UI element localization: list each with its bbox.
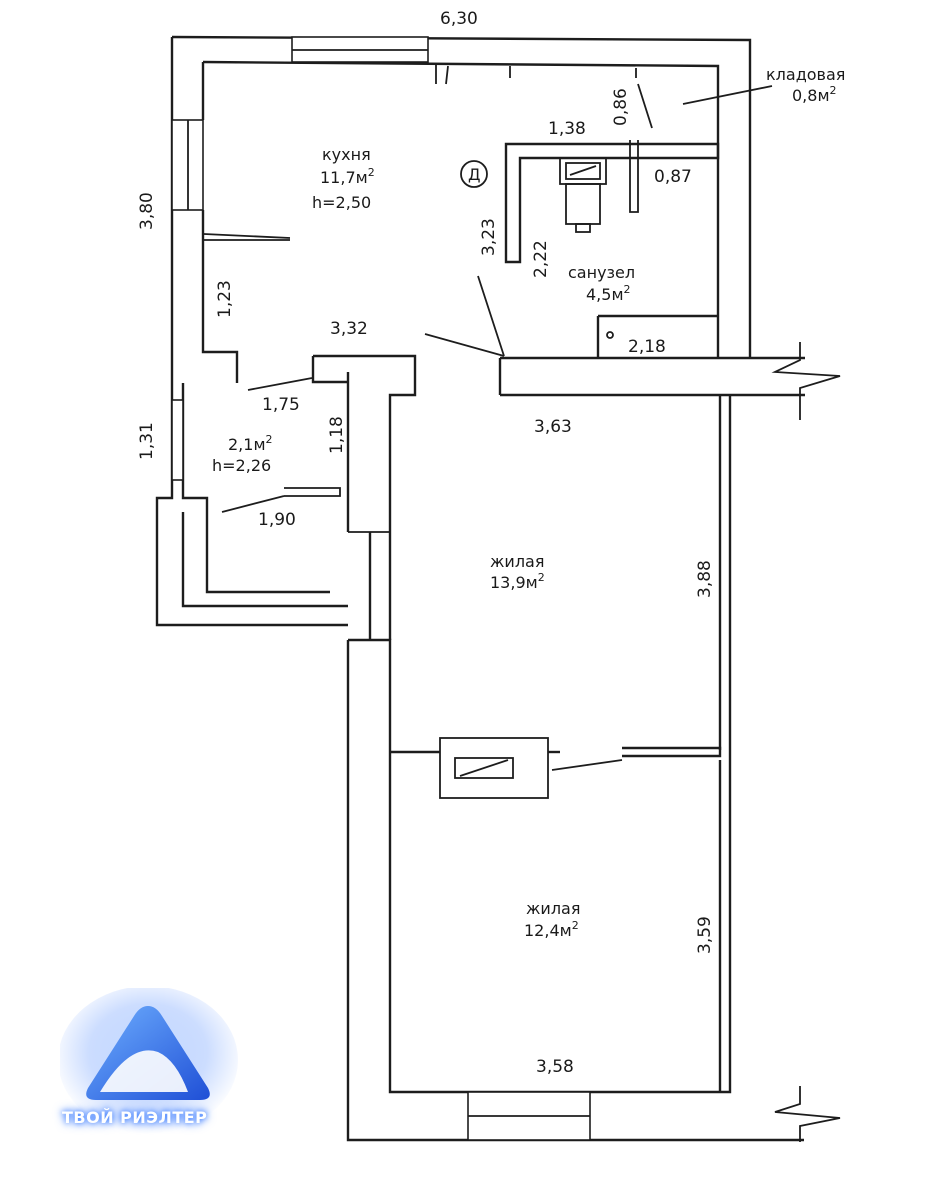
storage-name: кладовая [766, 65, 845, 84]
storage-area: 0,8м2 [792, 84, 837, 105]
dim-bath-diag: 3,23 [479, 218, 499, 256]
dim-bath-bottom: 2,18 [628, 337, 666, 357]
kitchen-height: h=2,50 [312, 193, 371, 212]
kitchen-area: 11,7м2 [320, 166, 375, 187]
bathroom-area: 4,5м2 [586, 283, 631, 304]
dimension-labels: 6,30 3,80 1,23 1,31 3,32 3,23 0,86 1,38 … [137, 9, 715, 1077]
living1-area: 13,9м2 [490, 571, 545, 592]
living1-name: жилая [490, 552, 544, 571]
outer-walls [155, 35, 841, 1142]
hall-height: h=2,26 [212, 456, 271, 475]
logo-text: ТВОЙ РИЭЛТЕР [62, 1108, 208, 1127]
dim-living2-right: 3,59 [695, 916, 715, 954]
riser-symbol-icon [460, 160, 488, 188]
dim-bath-left: 2,22 [531, 240, 551, 278]
window-hall-left [171, 399, 184, 481]
dim-kitchen-bottom: 3,32 [330, 319, 368, 339]
living2-name: жилая [526, 899, 580, 918]
dim-living1-right: 3,88 [695, 560, 715, 598]
inner-walls [181, 60, 773, 1094]
riser-symbol: Д [468, 165, 481, 184]
radiator-icon [606, 331, 614, 339]
stove-icon [439, 737, 549, 799]
realtor-logo-icon [60, 988, 238, 1134]
dim-hall-bottom: 1,90 [258, 510, 296, 530]
fixtures: Д [439, 157, 614, 799]
dim-bath-side: 0,87 [654, 167, 692, 187]
dim-kitchen-inner-left: 1,23 [215, 280, 235, 318]
dim-living1-top: 3,63 [534, 417, 572, 437]
room-labels: кухня 11,7м2 h=2,50 кладовая 0,8м2 сануз… [212, 65, 845, 940]
windows [171, 36, 591, 1141]
kitchen-name: кухня [322, 145, 371, 164]
dim-top: 6,30 [440, 9, 478, 29]
dim-living2-bottom: 3,58 [536, 1057, 574, 1077]
dim-hall-right: 1,18 [327, 416, 347, 454]
dim-left-kitchen: 3,80 [137, 192, 157, 230]
toilet-icon [565, 183, 601, 225]
dim-hall-left: 1,31 [137, 422, 157, 460]
living2-area: 12,4м2 [524, 919, 579, 940]
dim-bath-top: 1,38 [548, 119, 586, 139]
hall-area: 2,1м2 [228, 433, 273, 454]
dim-storage-vertical: 0,86 [611, 88, 631, 126]
bathroom-name: санузел [568, 263, 635, 282]
dim-hall-top: 1,75 [262, 395, 300, 415]
